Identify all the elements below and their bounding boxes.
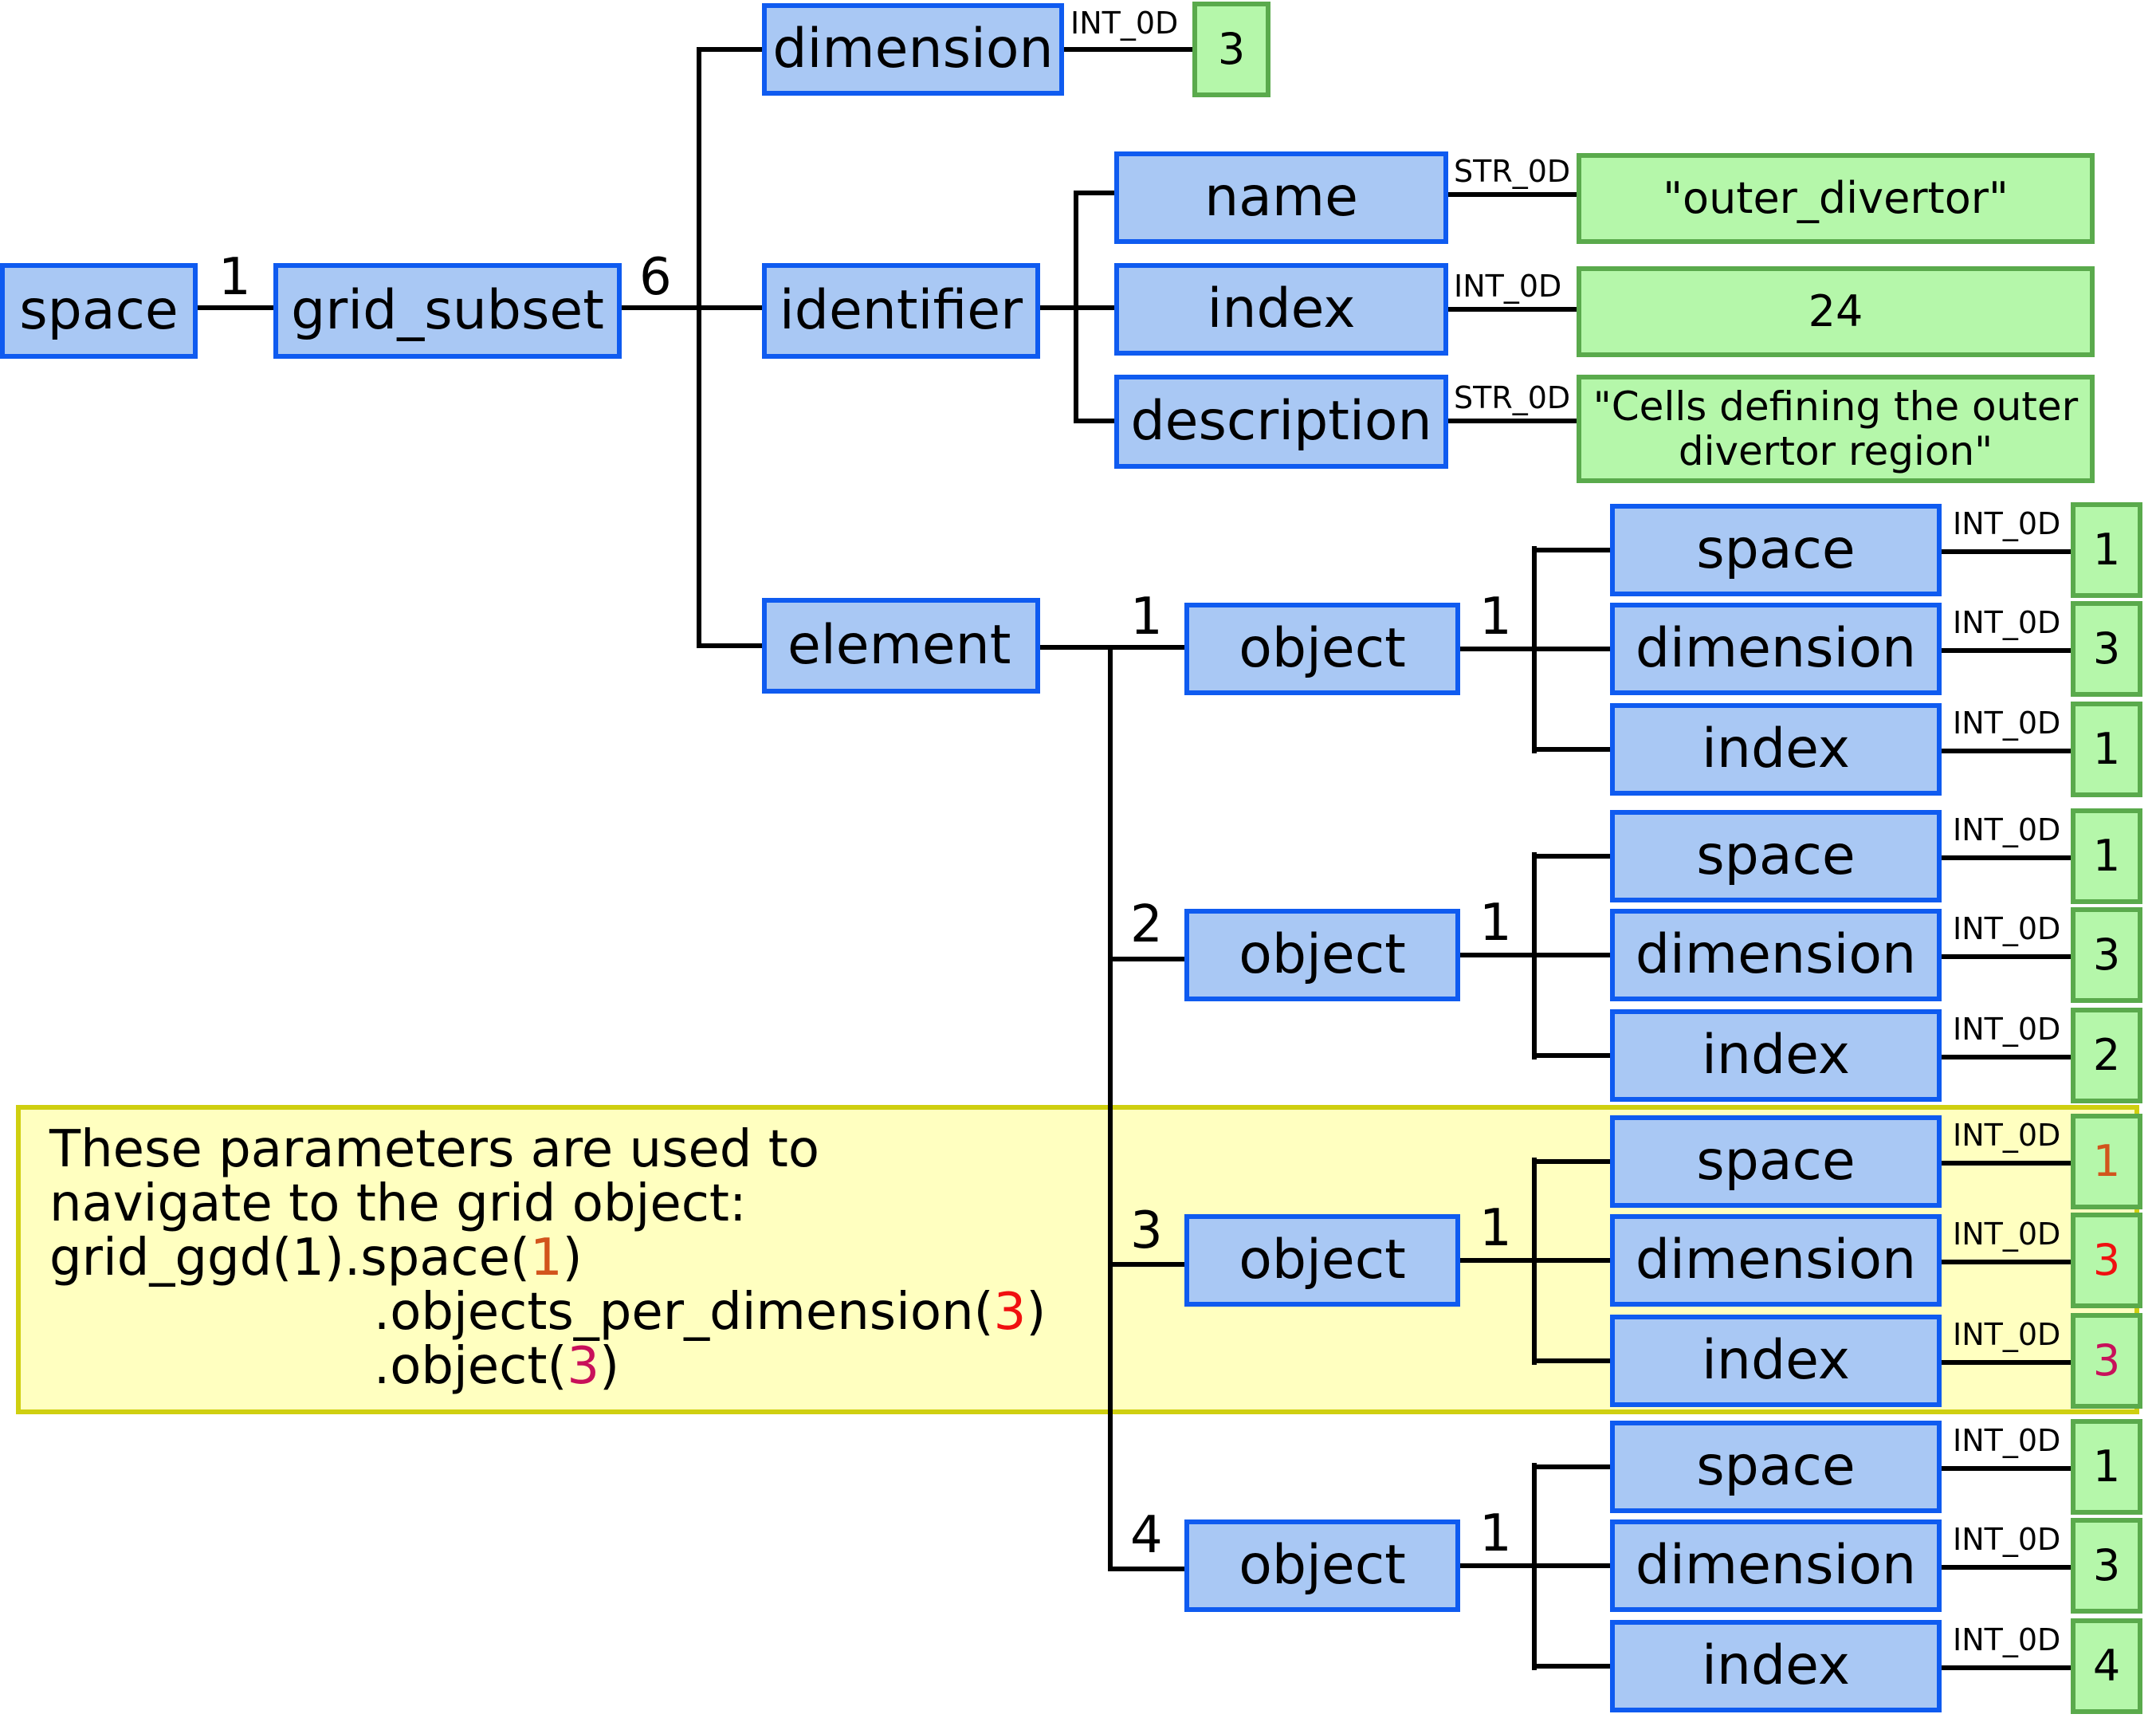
note-line-4: .objects_per_dimension(3) (49, 1283, 1046, 1342)
object-3-space-value: 1 (2071, 1114, 2142, 1209)
object-1-dimension-type-label: INT_0D (1953, 605, 2061, 640)
object-1-dimension-value: 3 (2071, 601, 2142, 697)
object-1-space-type-label: INT_0D (1953, 506, 2061, 541)
dimension-node: dimension (762, 3, 1064, 96)
index-node: index (1114, 263, 1448, 356)
name-value: "outer_divertor" (1577, 153, 2095, 244)
object-3-index-value: 3 (2071, 1313, 2142, 1409)
object-2-index-value: 2 (2071, 1008, 2142, 1103)
multiplicity-element-1: 1 (1130, 588, 1163, 647)
note-index-value: 3 (567, 1337, 600, 1396)
description-value: "Cells defining the outer divertor regio… (1577, 375, 2095, 483)
multiplicity-element-3: 3 (1130, 1201, 1163, 1260)
object-2-space-node: space (1610, 810, 1942, 902)
description-node: description (1114, 375, 1448, 469)
object-2-dimension-value: 3 (2071, 907, 2142, 1003)
object-1-space-value: 1 (2071, 502, 2142, 598)
object-4-space-type-label: INT_0D (1953, 1423, 2061, 1458)
object-2-space-value: 1 (2071, 808, 2142, 904)
object-4-dimension-value: 3 (2071, 1518, 2142, 1614)
name-type-label: STR_0D (1454, 154, 1571, 189)
object-2-multiplicity: 1 (1479, 894, 1512, 953)
note-line-3: grid_ggd(1).space(1) (49, 1229, 583, 1288)
element-node: element (762, 598, 1040, 694)
object-4-index-node: index (1610, 1620, 1942, 1712)
object-4-index-value: 4 (2071, 1618, 2142, 1714)
object-4-dimension-type-label: INT_0D (1953, 1522, 2061, 1557)
note-line-5-suffix: ) (599, 1337, 620, 1396)
note-line-1: These parameters are used to (49, 1120, 819, 1179)
object-3-index-type-label: INT_0D (1953, 1317, 2061, 1352)
name-node: name (1114, 151, 1448, 244)
object-4-index-type-label: INT_0D (1953, 1622, 2061, 1657)
object-node-2: object (1184, 909, 1460, 1001)
object-4-dimension-node: dimension (1610, 1519, 1942, 1612)
note-line-4-prefix: .objects_per_dimension( (373, 1283, 994, 1342)
object-4-space-value: 1 (2071, 1419, 2142, 1515)
object-1-index-node: index (1610, 703, 1942, 796)
multiplicity-space: 1 (218, 248, 251, 307)
object-3-dimension-type-label: INT_0D (1953, 1217, 2061, 1252)
index-value: 24 (1577, 266, 2095, 357)
multiplicity-element-4: 4 (1130, 1506, 1163, 1565)
object-2-dimension-node: dimension (1610, 909, 1942, 1001)
object-3-index-node: index (1610, 1315, 1942, 1407)
object-node-3: object (1184, 1214, 1460, 1307)
multiplicity-element-2: 2 (1130, 895, 1163, 954)
object-1-space-node: space (1610, 504, 1942, 596)
note-line-3-suffix: ) (562, 1229, 583, 1288)
note-space-value: 1 (529, 1229, 563, 1288)
object-3-dimension-node: dimension (1610, 1214, 1942, 1307)
object-1-index-value: 1 (2071, 702, 2142, 797)
object-4-multiplicity: 1 (1479, 1504, 1512, 1563)
object-3-multiplicity: 1 (1479, 1199, 1512, 1258)
description-type-label: STR_0D (1454, 380, 1571, 415)
object-1-index-type-label: INT_0D (1953, 706, 2061, 741)
note-text: These parameters are used to navigate to… (49, 1122, 1046, 1394)
dimension-type-label: INT_0D (1070, 6, 1179, 41)
object-node-1: object (1184, 603, 1460, 695)
object-3-dimension-value: 3 (2071, 1213, 2142, 1308)
note-line-4-suffix: ) (1026, 1283, 1047, 1342)
object-3-space-type-label: INT_0D (1953, 1118, 2061, 1153)
object-4-space-node: space (1610, 1421, 1942, 1513)
note-line-5-prefix: .object( (373, 1337, 567, 1396)
multiplicity-grid-subset: 6 (639, 248, 672, 307)
object-2-index-type-label: INT_0D (1953, 1012, 2061, 1047)
identifier-node: identifier (762, 263, 1040, 359)
object-node-4: object (1184, 1519, 1460, 1612)
grid-subset-node: grid_subset (273, 263, 622, 359)
index-type-label: INT_0D (1454, 269, 1562, 304)
space-node: space (0, 263, 198, 359)
object-3-space-node: space (1610, 1115, 1942, 1208)
object-2-space-type-label: INT_0D (1953, 812, 2061, 847)
note-line-5: .object(3) (49, 1337, 619, 1396)
note-dimension-value: 3 (993, 1283, 1027, 1342)
object-1-dimension-node: dimension (1610, 603, 1942, 695)
dimension-value: 3 (1192, 2, 1270, 97)
note-line-3-prefix: grid_ggd(1).space( (49, 1229, 530, 1288)
note-line-2: navigate to the grid object: (49, 1174, 747, 1233)
object-1-multiplicity: 1 (1479, 588, 1512, 647)
object-2-dimension-type-label: INT_0D (1953, 911, 2061, 946)
object-2-index-node: index (1610, 1009, 1942, 1102)
